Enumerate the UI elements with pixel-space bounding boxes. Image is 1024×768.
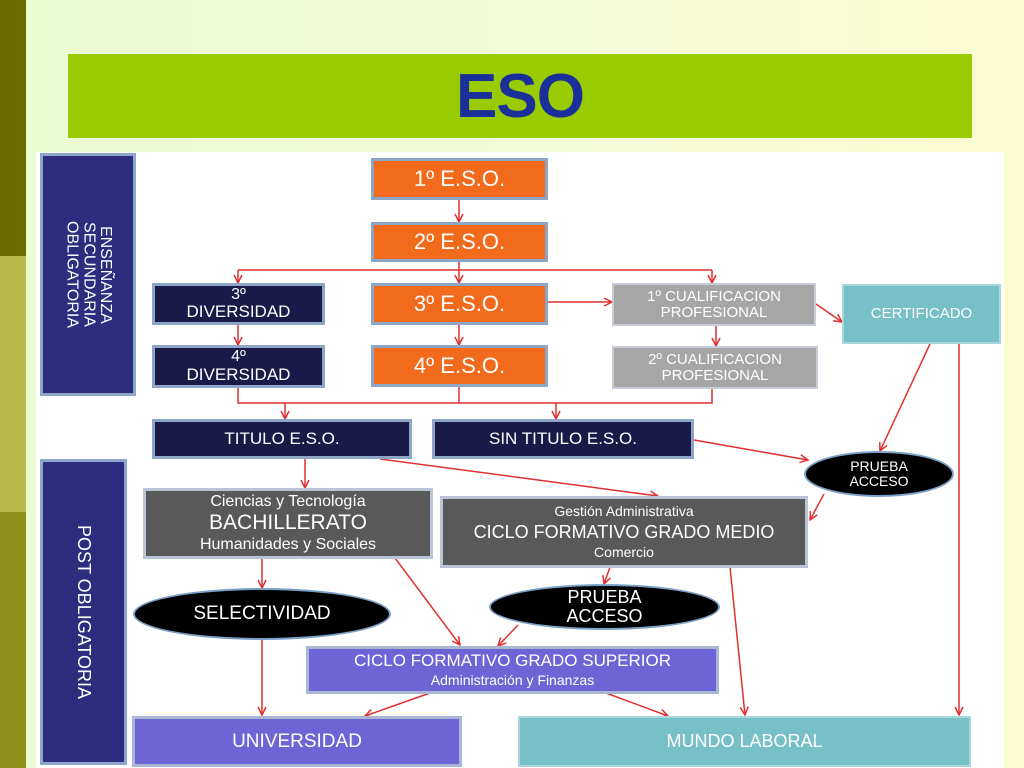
- node-eso-3: 3º E.S.O.: [371, 283, 548, 325]
- node-ciclo-grado-medio: Gestión Administrativa CICLO FORMATIVO G…: [440, 496, 808, 568]
- node-label: 1º E.S.O.: [413, 166, 506, 192]
- node-titulo-eso: TITULO E.S.O.: [152, 419, 412, 459]
- side-label-line: POST OBLIGATORIA: [73, 524, 94, 700]
- left-accent-bar: [0, 0, 26, 768]
- node-selectividad: SELECTIVIDAD: [133, 588, 391, 640]
- side-label-post: POST OBLIGATORIA: [40, 459, 127, 765]
- node-diversidad-3: 3º DIVERSIDAD: [152, 283, 325, 325]
- node-label: ACCESO: [849, 473, 909, 489]
- node-label: PRUEBA: [850, 458, 908, 475]
- node-label: Administración y Finanzas: [430, 672, 595, 689]
- node-mundo-laboral: MUNDO LABORAL: [518, 716, 971, 767]
- node-label: CERTIFICADO: [870, 305, 973, 323]
- node-label: SIN TITULO E.S.O.: [489, 429, 637, 449]
- node-label: Ciencias y Tecnología: [210, 492, 366, 510]
- node-label: 2º E.S.O.: [413, 229, 506, 255]
- node-prueba-acceso-2: PRUEBA ACCESO: [489, 584, 720, 630]
- node-certificado: CERTIFICADO: [842, 284, 1001, 344]
- node-label: 1º CUALIFICACION: [647, 287, 781, 305]
- node-label: PROFESIONAL: [660, 303, 768, 321]
- node-label: UNIVERSIDAD: [232, 730, 362, 752]
- node-label: Comercio: [594, 544, 654, 561]
- node-label: 2º CUALIFICACION: [648, 350, 782, 368]
- node-label: 3º: [231, 285, 246, 303]
- node-label: CICLO FORMATIVO GRADO SUPERIOR: [353, 651, 672, 671]
- node-label: TITULO E.S.O.: [224, 429, 340, 449]
- node-cualificacion-1: 1º CUALIFICACION PROFESIONAL: [612, 283, 816, 326]
- node-label: PRUEBA: [567, 587, 642, 608]
- side-label-compulsory: ENSEÑANZA SECUNDARIA OBLIGATORIA: [40, 153, 136, 396]
- node-eso-2: 2º E.S.O.: [371, 222, 548, 262]
- node-label: Humanidades y Sociales: [199, 535, 377, 553]
- node-label: BACHILLERATO: [209, 511, 367, 535]
- node-label: Gestión Administrativa: [554, 502, 694, 519]
- node-diversidad-4: 4º DIVERSIDAD: [152, 345, 325, 388]
- node-label: 4º E.S.O.: [413, 353, 506, 379]
- node-label: 4º: [231, 348, 246, 366]
- node-label: CICLO FORMATIVO GRADO MEDIO: [473, 521, 775, 542]
- side-label-line: ENSEÑANZA: [97, 225, 115, 324]
- node-eso-1: 1º E.S.O.: [371, 158, 548, 200]
- node-label: ACCESO: [566, 606, 643, 626]
- node-label: 3º E.S.O.: [413, 291, 506, 317]
- node-cualificacion-2: 2º CUALIFICACION PROFESIONAL: [612, 346, 818, 389]
- node-label: DIVERSIDAD: [186, 302, 291, 322]
- title-banner: ESO: [68, 54, 972, 138]
- node-bachillerato: Ciencias y Tecnología BACHILLERATO Human…: [143, 488, 433, 559]
- node-ciclo-grado-superior: CICLO FORMATIVO GRADO SUPERIOR Administr…: [306, 646, 719, 694]
- node-label: MUNDO LABORAL: [666, 731, 823, 752]
- page-title: ESO: [456, 61, 585, 131]
- node-universidad: UNIVERSIDAD: [132, 716, 462, 767]
- node-label: DIVERSIDAD: [186, 364, 291, 384]
- node-label: SELECTIVIDAD: [193, 603, 331, 625]
- side-label-line: OBLIGATORIA: [63, 221, 81, 328]
- node-eso-4: 4º E.S.O.: [371, 345, 548, 387]
- node-prueba-acceso-1: PRUEBA ACCESO: [804, 451, 954, 497]
- node-sin-titulo-eso: SIN TITULO E.S.O.: [432, 419, 694, 459]
- side-label-line: SECUNDARIA: [80, 222, 98, 327]
- node-label: PROFESIONAL: [661, 366, 769, 384]
